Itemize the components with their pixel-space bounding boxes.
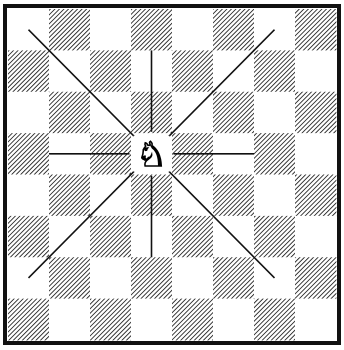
- dark-square: [90, 299, 131, 341]
- light-square: [295, 216, 336, 258]
- dark-square: [49, 175, 90, 217]
- dark-square: [49, 92, 90, 134]
- light-square: [90, 9, 131, 51]
- light-square: [49, 299, 90, 341]
- light-square: [172, 257, 213, 299]
- light-square: [8, 175, 49, 217]
- light-square: [295, 133, 336, 175]
- knight-piece[interactable]: ♞: [134, 135, 170, 175]
- dark-square: [90, 50, 131, 92]
- light-square: [295, 50, 336, 92]
- knight-icon[interactable]: ♞: [136, 135, 166, 175]
- light-square: [295, 299, 336, 341]
- light-square: [131, 299, 172, 341]
- dark-square: [172, 216, 213, 258]
- dark-square: [49, 257, 90, 299]
- dark-square: [8, 50, 49, 92]
- dark-square: [213, 257, 254, 299]
- dark-square: [254, 299, 295, 341]
- dark-square: [213, 175, 254, 217]
- dark-square: [172, 299, 213, 341]
- light-square: [254, 175, 295, 217]
- dark-square: [295, 175, 336, 217]
- dark-square: [131, 257, 172, 299]
- dark-square: [295, 92, 336, 134]
- dark-square: [254, 50, 295, 92]
- dark-square: [8, 299, 49, 341]
- dark-square: [131, 9, 172, 51]
- dark-square: [295, 9, 336, 51]
- light-square: [8, 92, 49, 134]
- dark-square: [8, 216, 49, 258]
- dark-square: [295, 257, 336, 299]
- dark-square: [8, 133, 49, 175]
- dark-square: [213, 92, 254, 134]
- light-square: [172, 9, 213, 51]
- dark-square: [213, 9, 254, 51]
- light-square: [254, 92, 295, 134]
- dark-square: [254, 133, 295, 175]
- dark-square: [172, 50, 213, 92]
- dark-square: [49, 9, 90, 51]
- dark-square: [90, 216, 131, 258]
- light-square: [213, 299, 254, 341]
- light-square: [90, 257, 131, 299]
- dark-square: [254, 216, 295, 258]
